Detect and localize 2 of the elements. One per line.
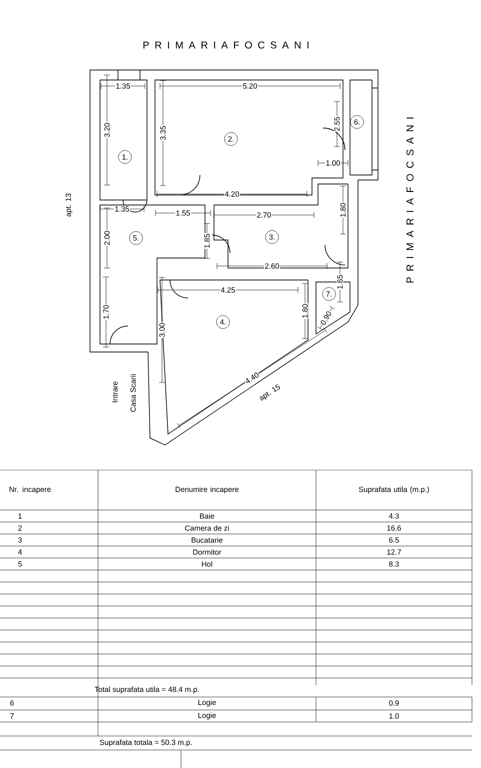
title: P R I M A R I A F O C S A N I	[143, 41, 308, 49]
side-title: P R I M A R I A F O C S A N I	[406, 118, 414, 283]
